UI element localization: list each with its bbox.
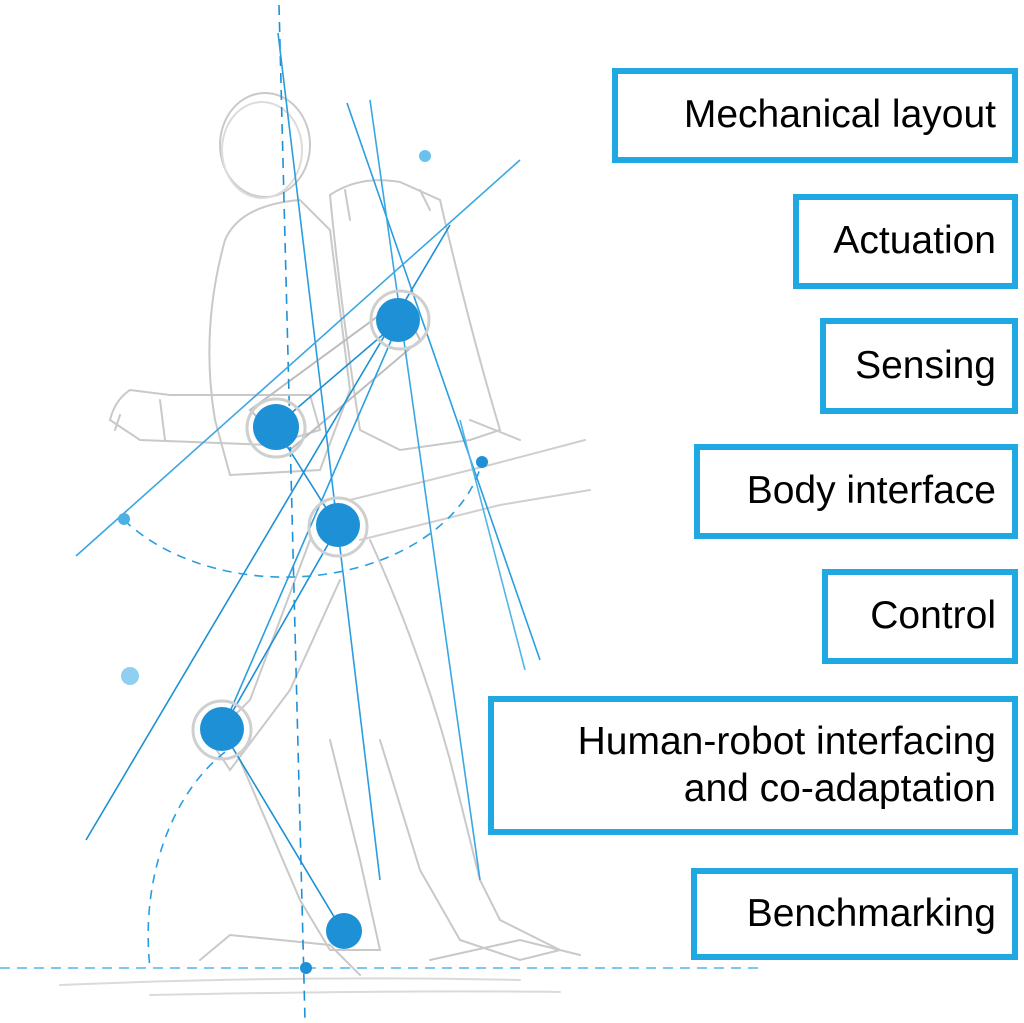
label-text-block: Human-robot interfacing and co-adaptatio…: [578, 719, 996, 811]
label-benchmarking: Benchmarking: [691, 868, 1018, 960]
label-text-line-1: Human-robot interfacing: [577, 720, 996, 764]
label-text: Actuation: [833, 219, 996, 263]
knee-joint-circle: [191, 699, 253, 761]
label-text: Mechanical layout: [683, 93, 996, 137]
hip-belt-sketch: [349, 439, 591, 541]
marker-dot-hip-arc: [118, 513, 130, 525]
human-figure-sketch: [59, 92, 591, 996]
shoulder-joint: [253, 404, 299, 450]
knee-arc: [147, 751, 226, 969]
label-mechanical-layout: Mechanical layout: [612, 68, 1018, 163]
marker-dot-top: [419, 150, 431, 162]
foot-sketch: [199, 933, 581, 976]
actuator-link: [221, 319, 401, 731]
shin-sketch: [239, 739, 382, 951]
label-actuation: Actuation: [793, 194, 1018, 289]
label-sensing: Sensing: [820, 318, 1018, 414]
hip-tilt-line: [75, 159, 521, 557]
thigh-link: [274, 319, 401, 428]
label-text: Benchmarking: [746, 891, 996, 935]
label-control: Control: [822, 569, 1018, 664]
back-leg-sketch: [369, 539, 563, 962]
shoulder-joint-circle: [245, 397, 307, 459]
trunk-line-1: [277, 32, 381, 881]
marker-dot-ground: [300, 962, 312, 974]
pelvis-joint: [316, 503, 360, 547]
pelvis-joint-circle: [307, 496, 369, 558]
hip-joint-circle: [369, 289, 431, 351]
label-human-robot-interfacing: Human-robot interfacing and co-adaptatio…: [488, 696, 1018, 835]
marker-dot-left: [121, 667, 139, 685]
label-text: Body interface: [746, 469, 996, 513]
backpack-line: [369, 99, 481, 881]
arm-sketch: [108, 388, 322, 447]
hip-joint: [376, 298, 420, 342]
torso-sketch: [208, 198, 352, 477]
label-text: Sensing: [855, 343, 996, 387]
trunk-line-2: [346, 102, 541, 661]
ankle-joint: [326, 913, 362, 949]
joint-markers: [118, 150, 488, 974]
backpack-sketch: [328, 179, 502, 452]
label-body-interface: Body interface: [694, 444, 1018, 539]
ground-sketch: [59, 977, 561, 996]
marker-dot-back: [476, 456, 488, 468]
knee-link: [221, 526, 339, 731]
shank-link: [221, 729, 343, 931]
knee-joint: [200, 707, 244, 751]
backpack-tilt-line: [459, 419, 526, 671]
label-text-line-2: and co-adaptation: [683, 766, 996, 810]
label-text: Control: [870, 594, 996, 638]
